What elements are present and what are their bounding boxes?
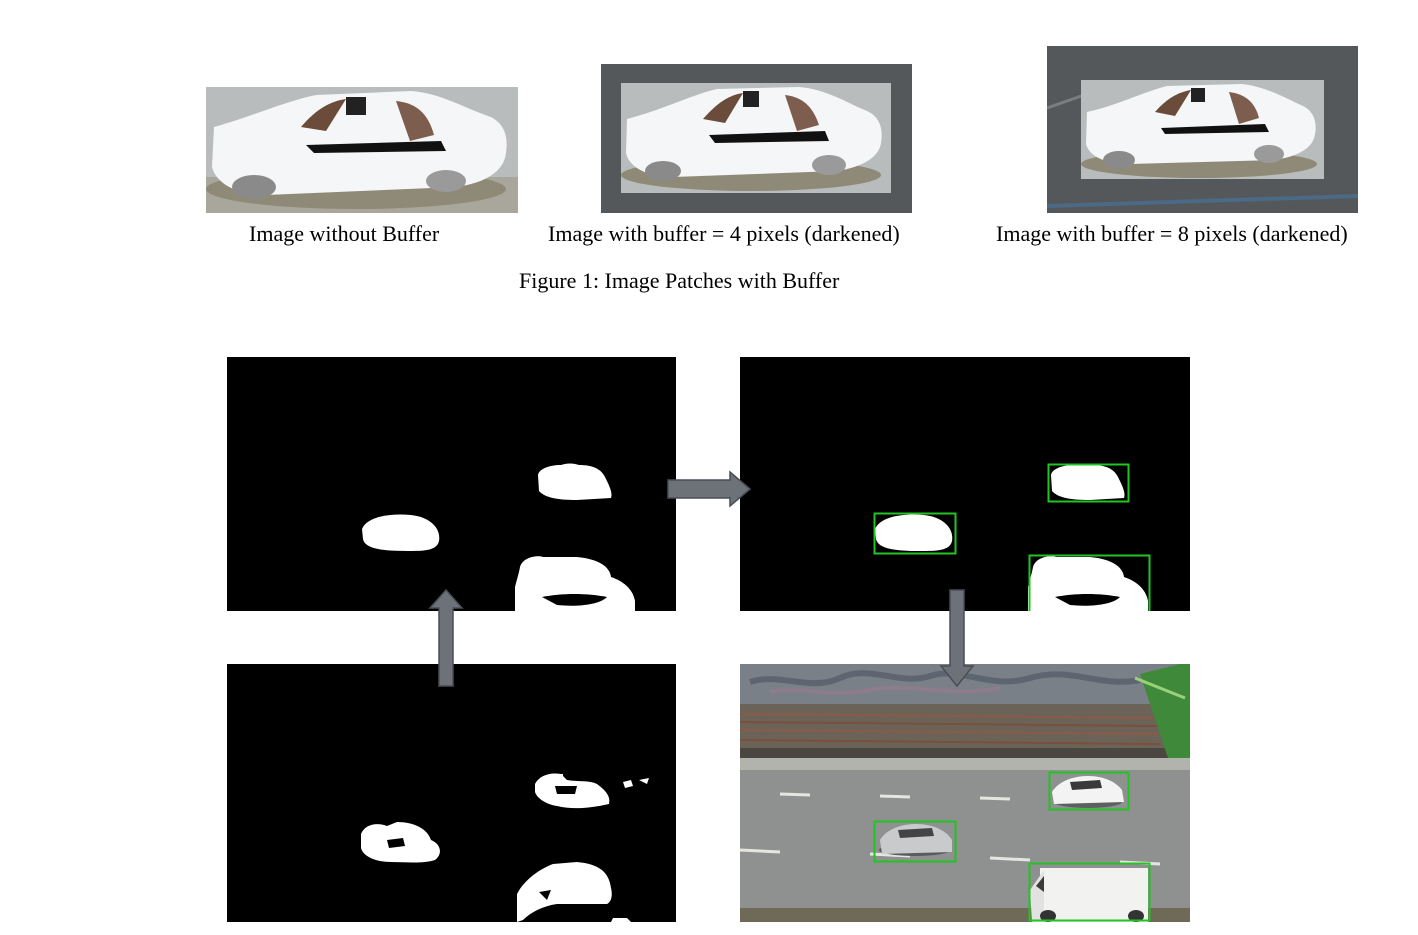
mask-raw-panel <box>227 664 676 922</box>
figure1: Image without Buffer Image with buffer =… <box>0 0 1418 300</box>
arrow-up-icon <box>428 588 464 688</box>
patch-no-buffer <box>206 87 518 213</box>
bbox <box>1048 771 1130 811</box>
bbox <box>873 820 957 863</box>
arrow-right-icon <box>666 470 752 508</box>
detection-frame-panel <box>740 664 1190 922</box>
bbox <box>1028 862 1151 922</box>
figure1-caption: Figure 1: Image Patches with Buffer <box>519 268 840 293</box>
patch-buffer-4-caption: Image with buffer = 4 pixels (darkened) <box>548 221 900 246</box>
arrow-down-icon <box>939 588 975 688</box>
mask-bbox-panel <box>740 357 1190 611</box>
patch-buffer-8-caption: Image with buffer = 8 pixels (darkened) <box>996 221 1348 246</box>
patch-buffer-4 <box>601 64 912 213</box>
bbox <box>1028 554 1151 611</box>
bbox <box>1047 463 1130 503</box>
mask-cleaned-panel <box>227 357 676 611</box>
patch-no-buffer-caption: Image without Buffer <box>249 221 440 246</box>
patch-buffer-8 <box>1047 46 1358 213</box>
bbox <box>873 512 957 555</box>
